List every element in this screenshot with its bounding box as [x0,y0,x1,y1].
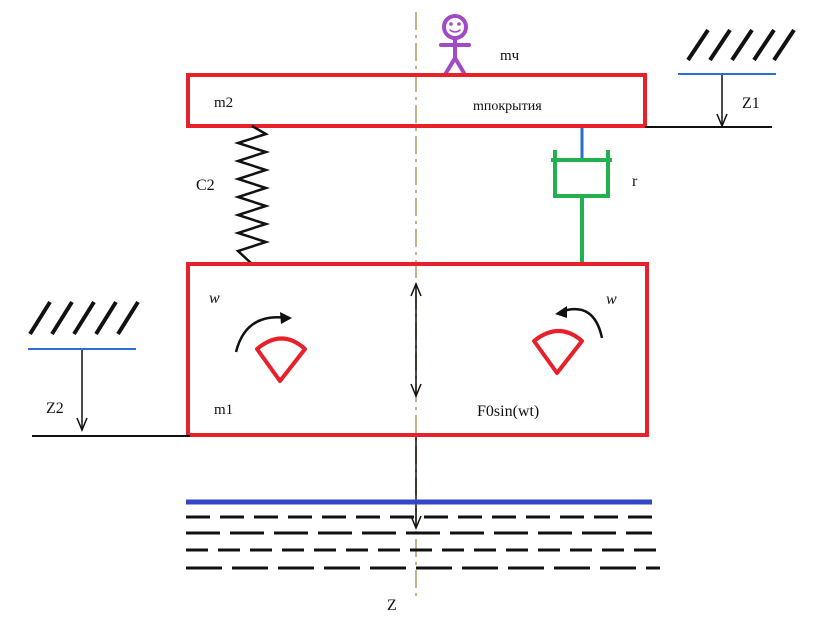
angular-speed-left-label: w [209,290,220,307]
z-axis-label: Z [387,597,397,614]
z2-label: Z2 [46,400,64,417]
downward-axis-arrow [410,437,422,530]
spring-label: C2 [196,177,215,194]
mass-m2-box [186,73,647,128]
fixed-support-top-right [678,28,796,75]
cover-mass-label: mпокрытия [473,99,542,114]
spring-icon [233,124,271,265]
person-icon [439,14,471,75]
unbalance-sector-left-icon [255,336,307,383]
mass-m1-label: m1 [214,402,233,418]
person-mass-label: mч [500,48,520,64]
z1-arrow [716,75,728,128]
damper-icon [551,150,612,264]
mass-m2-label: m2 [214,95,233,111]
unbalance-sector-right-icon [532,329,584,375]
excitation-force-label: F0sin(wt) [477,403,539,420]
damper-label: r [632,173,638,190]
angular-speed-right-label: w [606,291,617,308]
mass-m1-box [186,262,649,437]
vertical-motion-arrow [410,282,422,398]
fixed-support-left [28,300,140,350]
z1-label: Z1 [742,95,760,112]
water-layers [186,515,660,570]
z2-arrow [76,350,88,432]
